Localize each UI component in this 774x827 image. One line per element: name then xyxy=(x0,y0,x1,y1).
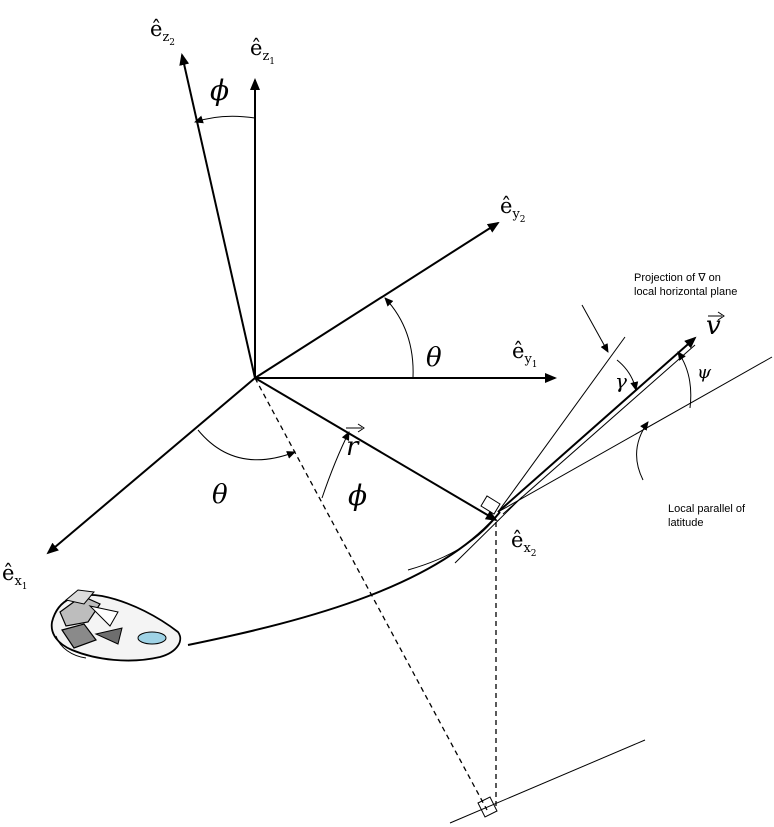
trajectory-curve xyxy=(187,511,501,646)
bottom-right-angle xyxy=(477,796,498,818)
gamma-arc xyxy=(616,359,639,391)
spacecraft-illustration xyxy=(50,589,182,662)
right-angle-mark xyxy=(480,495,501,515)
theta-upper-label: θ xyxy=(426,343,442,373)
ex1-axis xyxy=(46,377,256,555)
svg-text:êx1: êx1 xyxy=(2,561,28,592)
ey1-label: êy1 xyxy=(512,339,538,370)
svg-text:Projection of ∇ on: Projection of ∇ on xyxy=(634,272,721,284)
phi-lower-label: ϕ xyxy=(348,479,367,512)
local-parallel-line xyxy=(497,356,773,513)
gamma-label: γ xyxy=(615,369,627,393)
svg-text:r: r xyxy=(346,432,360,462)
svg-text:êy1: êy1 xyxy=(512,339,538,370)
parallel-pointer-arrow xyxy=(636,421,649,481)
ex2-label: êx2 xyxy=(511,528,537,559)
phi-top-arc xyxy=(194,115,256,124)
theta-upper-arc xyxy=(384,297,414,379)
v-vector-label: v xyxy=(706,311,725,341)
trajectory-tangent-curve xyxy=(407,511,501,571)
ey2-axis xyxy=(254,221,500,379)
ex1-label: êx1 xyxy=(2,561,28,592)
velocity-shadow-line xyxy=(502,344,696,515)
ez2-axis xyxy=(179,53,256,379)
velocity-vector xyxy=(497,336,697,513)
psi-arc xyxy=(677,351,692,409)
r-vector-label: r xyxy=(346,423,365,462)
svg-text:êy2: êy2 xyxy=(500,194,526,225)
svg-text:v: v xyxy=(706,311,721,341)
projection-pointer-arrow xyxy=(581,304,609,353)
svg-text:local horizontal plane: local horizontal plane xyxy=(634,286,737,298)
phi-lower-arc xyxy=(321,431,350,499)
svg-text:êz1: êz1 xyxy=(250,36,275,67)
ez1-label: êz1 xyxy=(250,36,275,67)
ground-line xyxy=(449,739,646,824)
svg-text:êz2: êz2 xyxy=(150,17,175,48)
ey2-label: êy2 xyxy=(500,194,526,225)
horizontal-projection-line xyxy=(497,336,626,513)
r-vector xyxy=(254,377,498,522)
svg-text:latitude: latitude xyxy=(668,517,703,529)
projection-annotation: Projection of ∇ on local horizontal plan… xyxy=(634,272,737,298)
phi-top-label: ϕ xyxy=(210,74,229,107)
ez2-label: êz2 xyxy=(150,17,175,48)
trajectory-tangent-line xyxy=(454,496,523,564)
svg-text:êx2: êx2 xyxy=(511,528,537,559)
theta-lower-label: θ xyxy=(212,480,228,510)
theta-lower-arc xyxy=(197,429,296,461)
parallel-annotation: Local parallel of latitude xyxy=(668,503,746,529)
svg-text:Local parallel of: Local parallel of xyxy=(668,503,746,515)
psi-label: ψ xyxy=(697,362,712,383)
